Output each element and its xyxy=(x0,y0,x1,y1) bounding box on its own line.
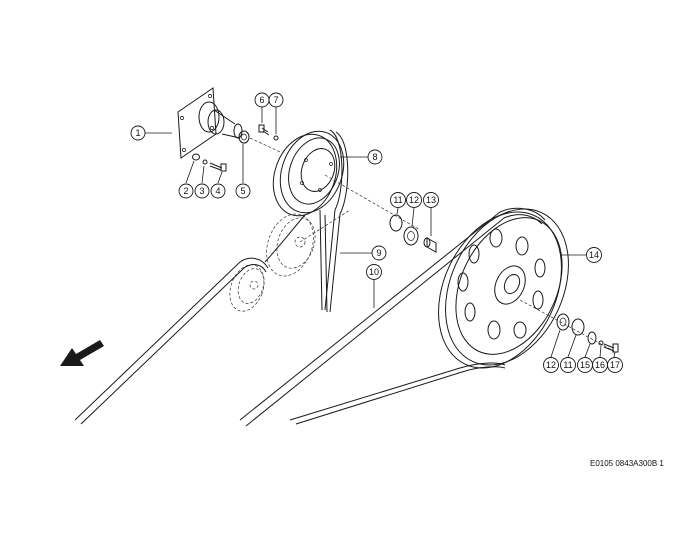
svg-text:9: 9 xyxy=(376,248,381,258)
belt-short xyxy=(319,129,349,313)
callout-8: 8 xyxy=(367,149,383,165)
retaining-hardware-set xyxy=(519,299,619,353)
callout-14: 14 xyxy=(586,247,602,263)
svg-text:5: 5 xyxy=(240,186,245,196)
svg-text:4: 4 xyxy=(215,186,220,196)
collar-part xyxy=(238,130,281,153)
washer-nut-bolt-set xyxy=(192,153,227,172)
svg-text:15: 15 xyxy=(580,360,590,370)
callout-4: 4 xyxy=(210,183,226,199)
callout-12-lower: 12 xyxy=(543,357,559,373)
callout-1: 1 xyxy=(130,125,146,141)
svg-text:12: 12 xyxy=(546,360,556,370)
callout-6: 6 xyxy=(254,92,270,108)
svg-text:11: 11 xyxy=(393,195,402,205)
svg-text:17: 17 xyxy=(610,360,620,370)
callout-17: 17 xyxy=(607,357,623,373)
screw-and-washer xyxy=(258,124,279,141)
drawing-reference-code: E0105 0843A300B 1 xyxy=(590,459,664,468)
callout-5: 5 xyxy=(235,183,251,199)
callout-16: 16 xyxy=(592,357,608,373)
svg-text:14: 14 xyxy=(589,250,599,260)
callout-13: 13 xyxy=(423,192,439,208)
svg-text:11: 11 xyxy=(563,360,572,370)
callout-2: 2 xyxy=(178,183,194,199)
callout-7: 7 xyxy=(268,92,284,108)
callout-3: 3 xyxy=(194,183,210,199)
callout-11-lower: 11 xyxy=(560,357,576,373)
svg-text:6: 6 xyxy=(259,95,264,105)
svg-text:3: 3 xyxy=(199,186,204,196)
bearing-spacer-set xyxy=(389,214,437,253)
callout-12-upper: 12 xyxy=(406,192,422,208)
callout-15: 15 xyxy=(577,357,593,373)
callout-11-upper: 11 xyxy=(390,192,406,208)
svg-text:16: 16 xyxy=(595,360,605,370)
svg-text:8: 8 xyxy=(372,152,377,162)
drive-pulley xyxy=(272,130,421,231)
callout-leaders xyxy=(145,107,616,358)
callout-9: 9 xyxy=(371,245,387,261)
idler-pulley-ghost xyxy=(229,209,351,312)
driven-pulley xyxy=(438,208,569,369)
svg-text:1: 1 xyxy=(135,128,140,138)
svg-text:13: 13 xyxy=(426,195,436,205)
bearing-mount-plate xyxy=(177,87,243,159)
svg-text:12: 12 xyxy=(409,195,419,205)
callout-10: 10 xyxy=(366,264,382,280)
direction-arrow-icon xyxy=(60,340,104,366)
svg-text:10: 10 xyxy=(369,267,379,277)
belt-long xyxy=(74,207,546,427)
svg-text:7: 7 xyxy=(273,95,278,105)
svg-text:2: 2 xyxy=(183,186,188,196)
